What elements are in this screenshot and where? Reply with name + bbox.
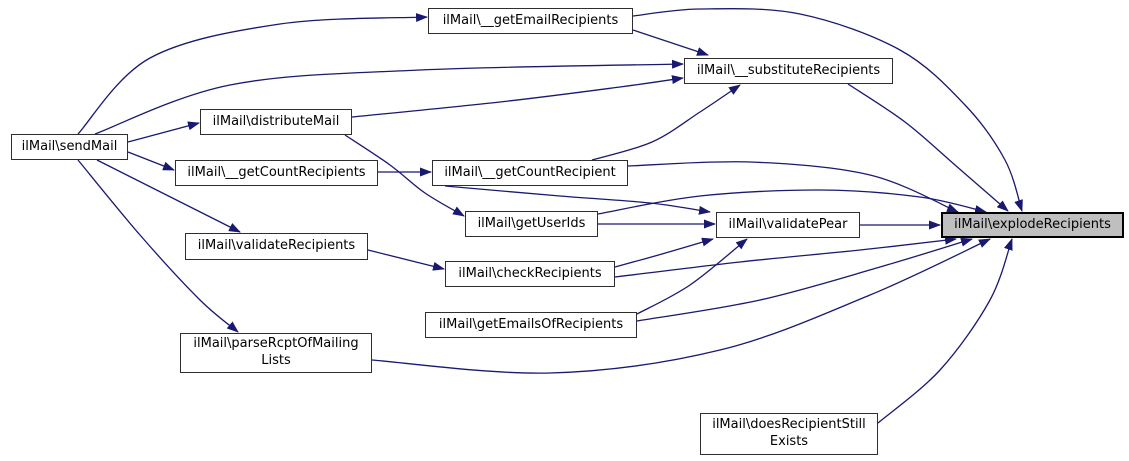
node-get-email-recipients[interactable]: ilMail\__getEmailRecipients	[428, 8, 633, 34]
node-label: ilMail\sendMail	[21, 138, 118, 154]
edge-get-count-recipient-to-validate-pear	[444, 185, 711, 215]
edge-get-emails-of-recipients-to-explode-recipients	[636, 237, 973, 322]
node-validate-recipients[interactable]: ilMail\validateRecipients	[185, 233, 368, 260]
edge-send-mail-to-parse-rcpt-of-mailing-lists	[77, 159, 239, 333]
edge-send-mail-to-get-email-recipients	[77, 13, 428, 135]
node-does-recipient-still-exists[interactable]: ilMail\doesRecipientStill Exists	[700, 413, 878, 455]
edge-get-email-recipients-to-explode-recipients	[632, 7, 1023, 212]
node-send-mail[interactable]: ilMail\sendMail	[11, 134, 128, 160]
node-substitute-recipients[interactable]: ilMail\__substituteRecipients	[684, 58, 893, 84]
edge-send-mail-to-substitute-recipients	[94, 59, 684, 135]
node-label: ilMail\validatePear	[728, 216, 848, 232]
edge-send-mail-to-get-count-recipients	[127, 151, 175, 171]
edge-send-mail-to-distribute-mail	[127, 121, 200, 143]
node-get-emails-of-recipients[interactable]: ilMail\getEmailsOfRecipients	[425, 312, 637, 338]
node-distribute-mail[interactable]: ilMail\distributeMail	[200, 109, 352, 135]
node-label: ilMail\validateRecipients	[197, 238, 356, 254]
edge-send-mail-to-validate-recipients	[96, 159, 241, 233]
edge-get-user-ids-to-explode-recipients	[597, 189, 987, 215]
edge-get-email-recipients-to-substitute-recipients	[632, 29, 709, 56]
edge-check-recipients-to-validate-pear	[614, 237, 714, 268]
node-label: ilMail\getEmailsOfRecipients	[438, 316, 624, 332]
edge-get-count-recipient-to-explode-recipients	[627, 161, 959, 213]
node-get-count-recipients[interactable]: ilMail\__getCountRecipients	[175, 160, 378, 186]
edges-group	[77, 7, 1023, 424]
node-check-recipients[interactable]: ilMail\checkRecipients	[445, 261, 615, 287]
node-validate-pear[interactable]: ilMail\validatePear	[716, 212, 860, 238]
node-label: ilMail\getUserIds	[477, 215, 586, 231]
edge-distribute-mail-to-get-user-ids	[344, 134, 465, 217]
node-label: ilMail\doesRecipientStill Exists	[712, 417, 866, 449]
edge-substitute-recipients-to-explode-recipients	[847, 83, 1009, 212]
edge-get-count-recipient-to-substitute-recipients	[591, 84, 741, 161]
edge-check-recipients-to-explode-recipients	[614, 235, 957, 278]
node-get-user-ids[interactable]: ilMail\getUserIds	[465, 211, 598, 237]
edge-validate-recipients-to-check-recipients	[367, 249, 445, 271]
node-label: ilMail\parseRcptOfMailing Lists	[193, 336, 359, 368]
node-label: ilMail\checkRecipients	[458, 265, 602, 281]
node-label: ilMail\__substituteRecipients	[696, 62, 881, 78]
node-label: ilMail\__getCountRecipient	[444, 164, 616, 180]
node-label: ilMail\__getCountRecipients	[187, 164, 366, 180]
edge-get-emails-of-recipients-to-validate-pear	[636, 238, 748, 315]
node-explode-recipients[interactable]: ilMail\explodeRecipients	[941, 212, 1124, 238]
edge-distribute-mail-to-substitute-recipients	[351, 75, 684, 118]
edge-parse-rcpt-of-mailing-lists-to-explode-recipients	[371, 238, 991, 374]
node-parse-rcpt-of-mailing-lists[interactable]: ilMail\parseRcptOfMailing Lists	[180, 333, 372, 373]
edge-does-recipient-still-exists-to-explode-recipients	[877, 238, 1013, 424]
node-label: ilMail\explodeRecipients	[954, 216, 1111, 232]
node-label: ilMail\__getEmailRecipients	[442, 12, 619, 28]
node-get-count-recipient[interactable]: ilMail\__getCountRecipient	[432, 160, 628, 186]
node-label: ilMail\distributeMail	[212, 113, 340, 129]
